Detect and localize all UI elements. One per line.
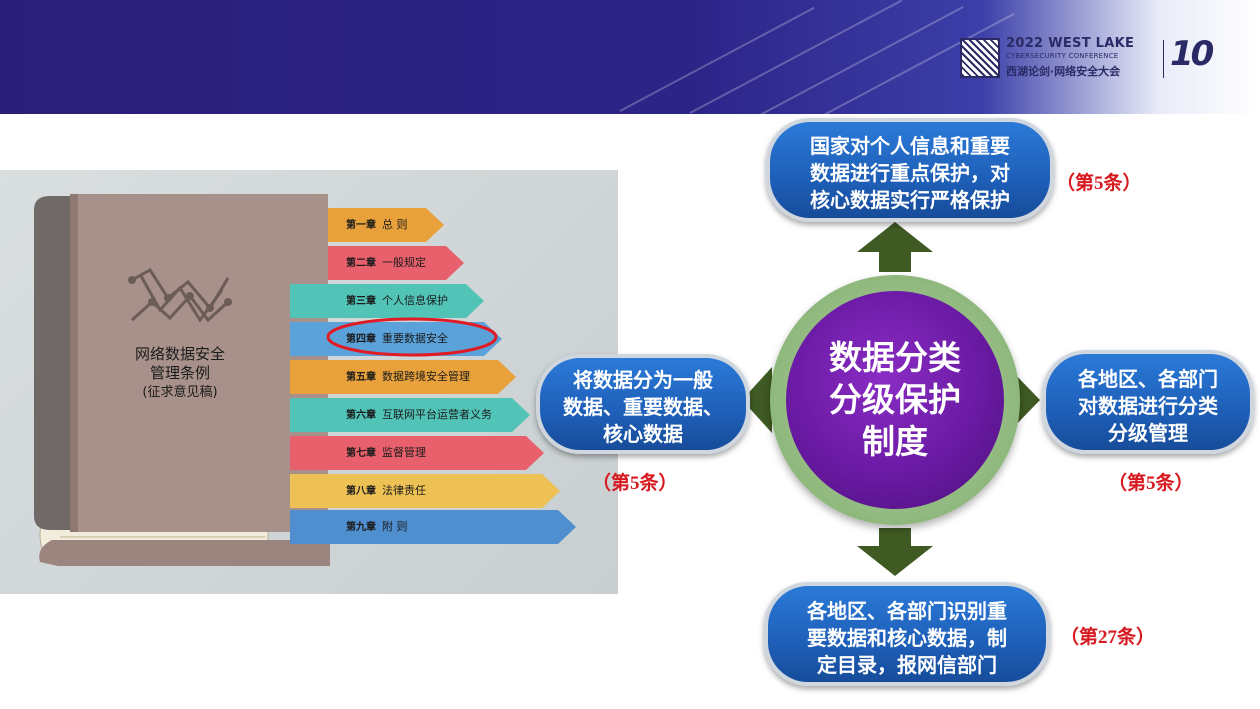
chapter-tab: 第一章总 则 <box>346 207 408 243</box>
book-spine <box>34 196 72 530</box>
chapter-title: 附 则 <box>382 520 408 533</box>
bubble-text-line: 要数据和核心数据，制 <box>768 625 1046 652</box>
tenth-anniversary-mark: 10 <box>1170 34 1211 74</box>
bubble-right: 各地区、各部门 对数据进行分类 分级管理 <box>1042 350 1254 454</box>
chapter-title: 总 则 <box>382 218 408 231</box>
chapter-tab: 第五章数据跨境安全管理 <box>346 359 470 395</box>
bubble-left: 将数据分为一般 数据、重要数据、 核心数据 <box>536 354 750 454</box>
logo-subtitle: CYBERSECURITY CONFERENCE <box>1006 52 1118 60</box>
article-ref-left: （第5条） <box>592 468 678 495</box>
bubble-text-line: 核心数据实行严格保护 <box>770 187 1050 214</box>
chapter-tab: 第九章附 则 <box>346 509 408 545</box>
chapter-tab: 第四章重要数据安全 <box>346 321 448 357</box>
logo-divider <box>1163 40 1164 78</box>
chapter-title: 重要数据安全 <box>382 332 448 345</box>
chapter-number: 第八章 <box>346 486 376 497</box>
bubble-text-line: 各地区、各部门识别重 <box>768 598 1046 625</box>
bubble-text-line: 定目录，报网信部门 <box>768 652 1046 679</box>
bubble-text-line: 分级管理 <box>1046 420 1250 447</box>
chapter-number: 第四章 <box>346 334 376 345</box>
bubble-text-line: 数据进行重点保护，对 <box>770 160 1050 187</box>
article-ref-right: （第5条） <box>1108 468 1194 495</box>
chapter-number: 第二章 <box>346 258 376 269</box>
bubble-text-line: 核心数据 <box>540 421 746 448</box>
bubble-text-line: 国家对个人信息和重要 <box>770 133 1050 160</box>
book-illustration <box>0 170 618 594</box>
center-label-line: 分级保护 <box>786 379 1004 421</box>
logo-chinese-title: 西湖论剑·网络安全大会 <box>1006 63 1120 79</box>
chapter-tab: 第八章法律责任 <box>346 473 426 509</box>
chapter-title: 监督管理 <box>382 446 426 459</box>
arrow-up-icon <box>857 222 933 272</box>
bubble-text-line: 各地区、各部门 <box>1046 366 1250 393</box>
chapter-tab-shape <box>290 510 576 544</box>
chapter-tab: 第二章一般规定 <box>346 245 426 281</box>
center-label: 数据分类 分级保护 制度 <box>786 337 1004 463</box>
center-label-line: 数据分类 <box>786 337 1004 379</box>
chapter-title: 一般规定 <box>382 256 426 269</box>
chapter-number: 第七章 <box>346 448 376 459</box>
book-title-subtitle: (征求意见稿) <box>100 383 260 402</box>
conference-logo: 2022 WEST LAKE CYBERSECURITY CONFERENCE … <box>958 36 1228 82</box>
conference-seal-icon <box>960 38 1000 78</box>
book-title-line: 管理条例 <box>100 364 260 383</box>
bubble-text-line: 数据、重要数据、 <box>540 394 746 421</box>
book-bottom-cover <box>39 540 330 566</box>
book-title: 网络数据安全 管理条例 (征求意见稿) <box>100 345 260 402</box>
bubble-text-line: 将数据分为一般 <box>540 367 746 394</box>
chapter-title: 互联网平台运营者义务 <box>382 408 492 421</box>
bubble-text-line: 对数据进行分类 <box>1046 393 1250 420</box>
bubble-top: 国家对个人信息和重要 数据进行重点保护，对 核心数据实行严格保护 <box>766 118 1054 222</box>
article-ref-bottom: （第27条） <box>1060 622 1155 649</box>
chapter-number: 第五章 <box>346 372 376 383</box>
chapter-number: 第一章 <box>346 220 376 231</box>
book-title-line: 网络数据安全 <box>100 345 260 364</box>
book-page-line <box>60 536 265 538</box>
chapter-title: 法律责任 <box>382 484 426 497</box>
article-ref-top: （第5条） <box>1056 168 1142 195</box>
center-label-line: 制度 <box>786 421 1004 463</box>
logo-title: 2022 WEST LAKE <box>1006 36 1134 51</box>
chapter-number: 第三章 <box>346 296 376 307</box>
chapter-title: 个人信息保护 <box>382 294 448 307</box>
chapter-title: 数据跨境安全管理 <box>382 370 470 383</box>
chapter-tab: 第七章监督管理 <box>346 435 426 471</box>
chapter-tab: 第三章个人信息保护 <box>346 283 448 319</box>
chapter-number: 第六章 <box>346 410 376 421</box>
chapter-number: 第九章 <box>346 522 376 533</box>
bubble-bottom: 各地区、各部门识别重 要数据和核心数据，制 定目录，报网信部门 <box>764 582 1050 686</box>
chapter-tab: 第六章互联网平台运营者义务 <box>346 397 492 433</box>
arrow-down-icon <box>857 528 933 576</box>
book-cover-edge <box>70 194 78 532</box>
